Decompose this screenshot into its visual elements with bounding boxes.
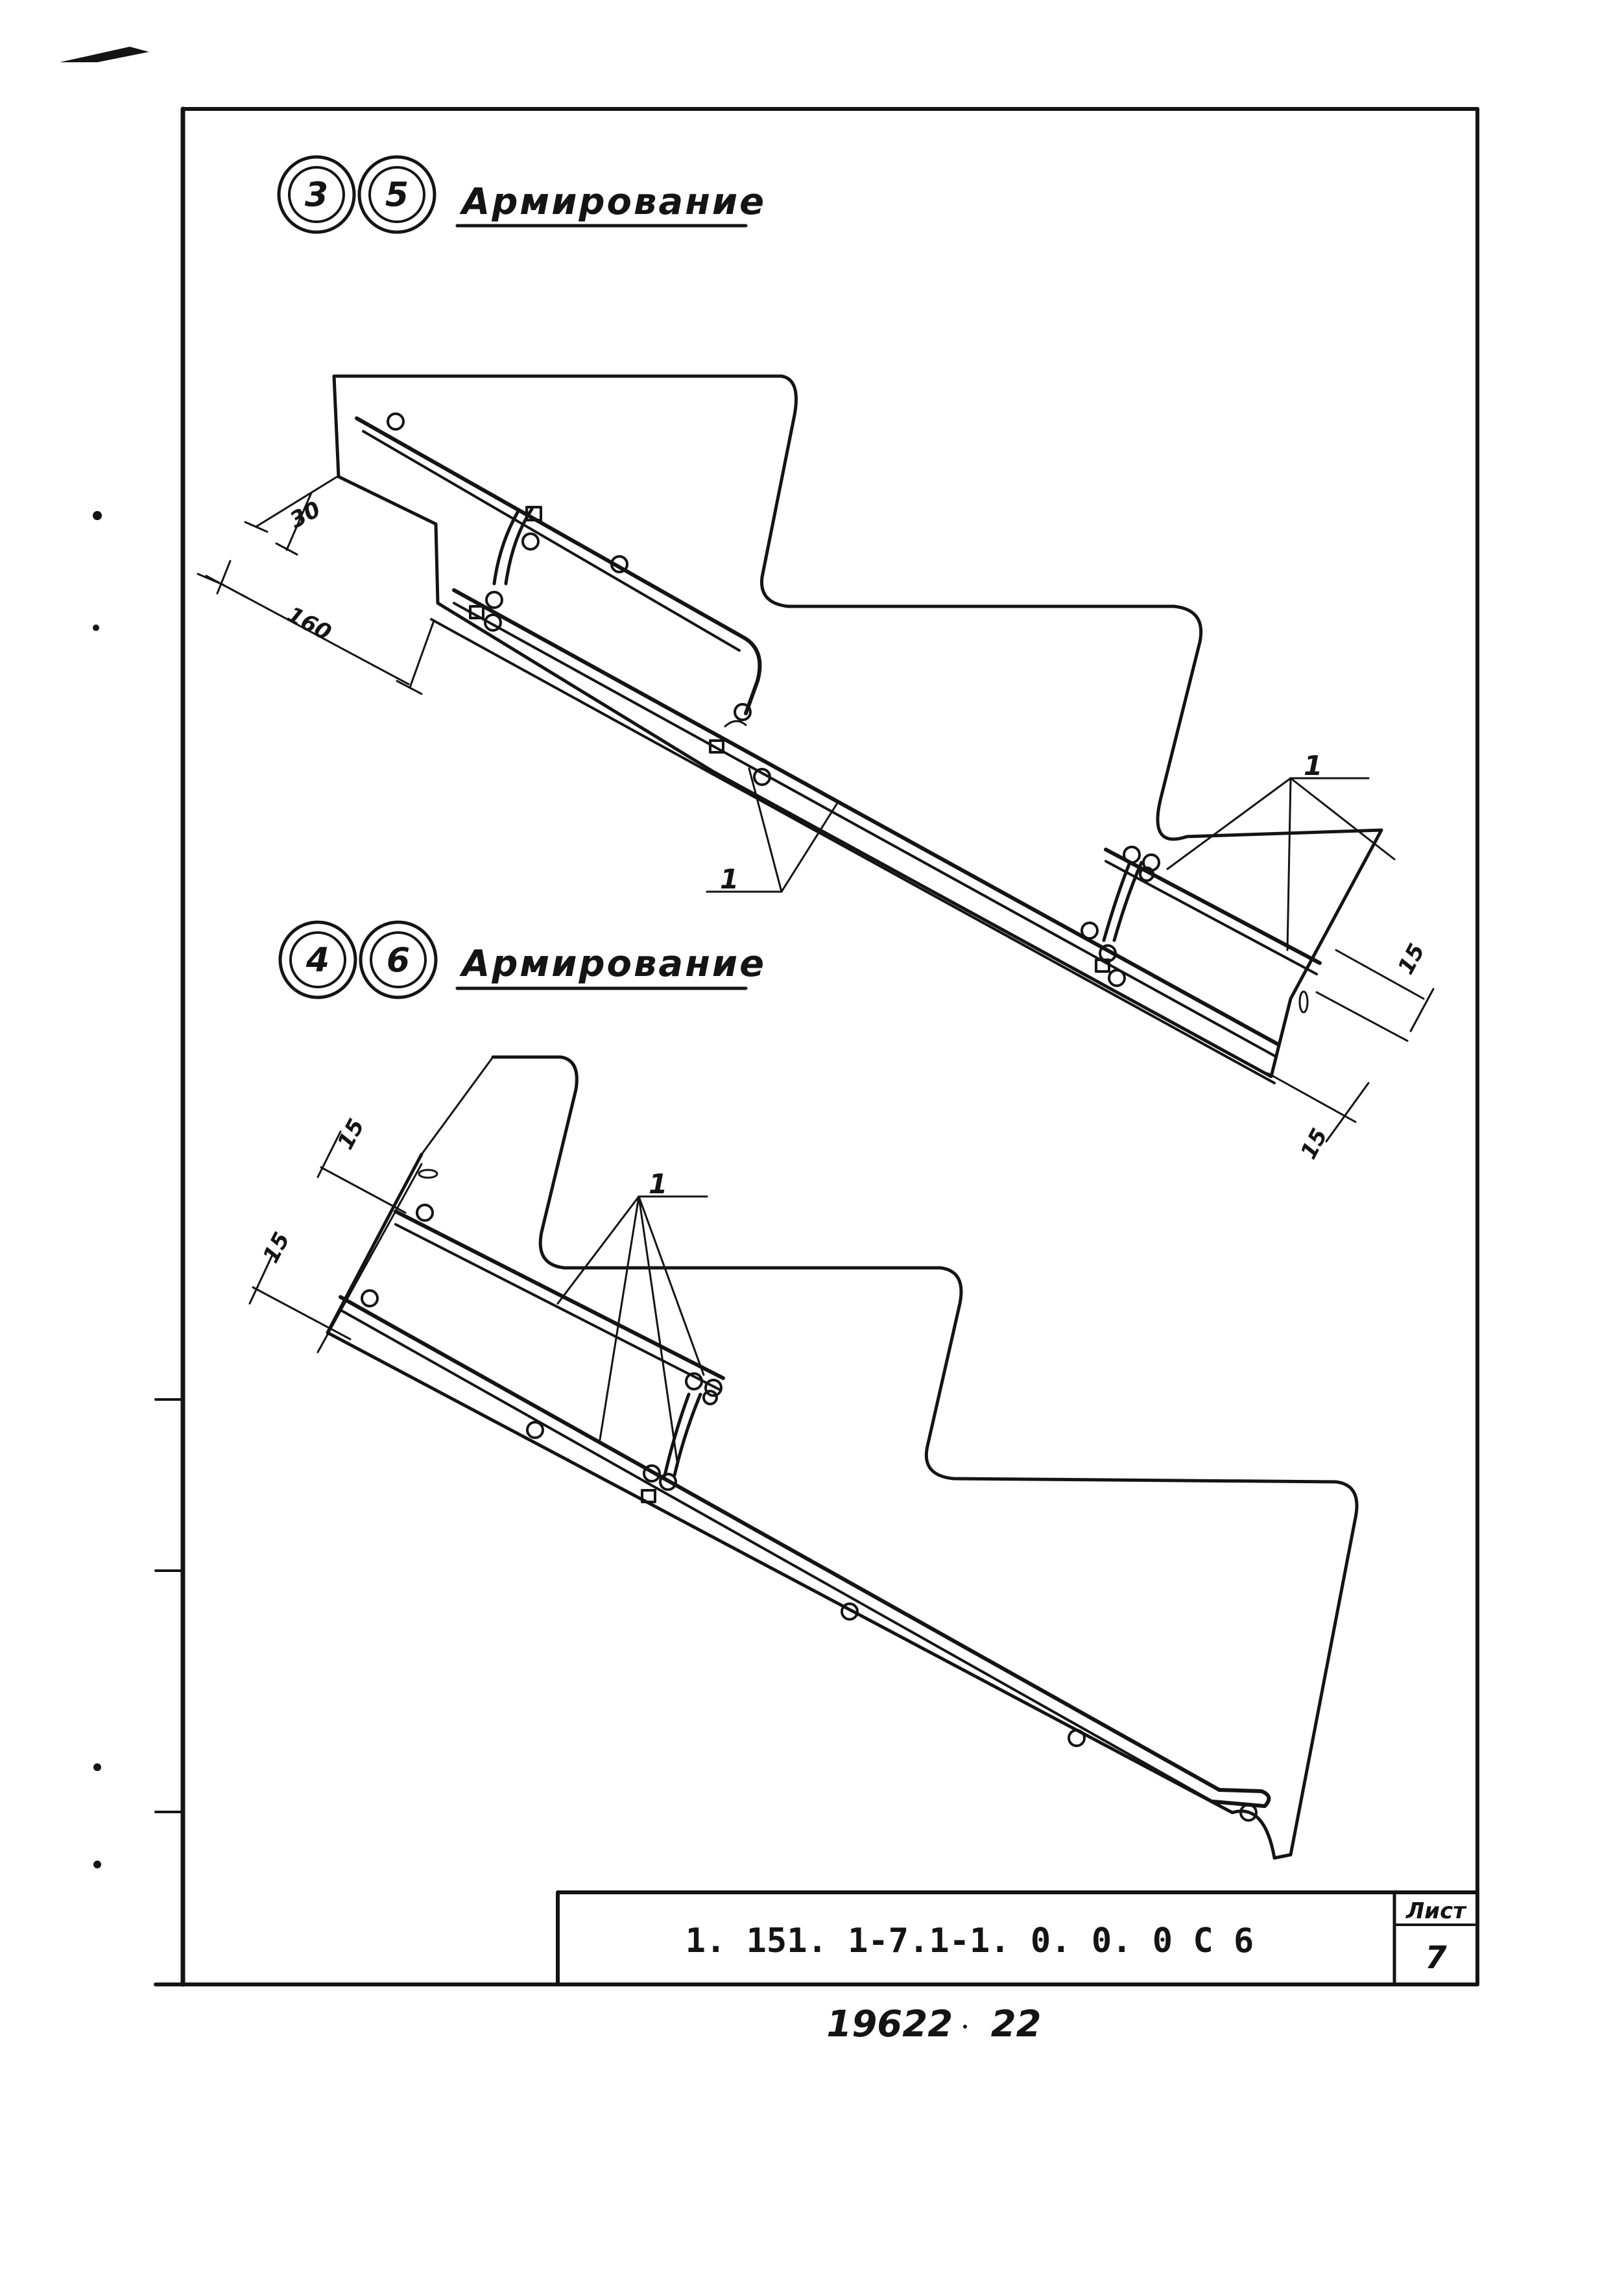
dim-bottom-cover-a: 15 xyxy=(1393,940,1431,979)
section-mark-a: 4 xyxy=(305,941,329,980)
callout-mark-upper-right: 1 xyxy=(1304,750,1322,781)
sheet-label: Лист xyxy=(1405,1898,1467,1924)
dim-depth-upper: 160 xyxy=(283,602,335,647)
callout-mark-lower: 1 xyxy=(649,1168,667,1200)
dim-bottom-cover-b: 15 xyxy=(1296,1125,1333,1164)
section-mark-b: 6 xyxy=(387,941,410,980)
section-mark-a: 3 xyxy=(305,176,328,215)
upper-reinforcement-bars xyxy=(355,412,1322,1057)
callout-mark-upper-left: 1 xyxy=(720,863,739,895)
section-header-3-5: 3 5 Армирование xyxy=(277,155,766,234)
section-title: Армирование xyxy=(459,181,766,223)
upper-callouts: 1 1 xyxy=(706,750,1396,951)
drawing-designation: 1. 151. 1-7.1-1. 0. 0. 0 С 6 xyxy=(686,1922,1254,1960)
lower-callouts: 1 xyxy=(556,1168,708,1467)
dim-cover-upper: 30 xyxy=(285,496,325,534)
footer-note: 19622 22 xyxy=(826,2003,1041,2045)
upper-dimensions: 30 160 15 15 xyxy=(197,475,1435,1164)
dim-lower-cover-a: 15 xyxy=(333,1115,370,1154)
section-header-4-6: 4 6 Армирование xyxy=(278,920,766,999)
lower-reinforcement-bars xyxy=(339,1204,1271,1822)
upper-stair-outline xyxy=(332,374,1383,1084)
sheet-number: 7 xyxy=(1425,1940,1447,1976)
lower-stair-outline xyxy=(316,1055,1359,1860)
section-title: Армирование xyxy=(459,943,766,985)
scan-marks xyxy=(60,47,967,2029)
section-mark-b: 5 xyxy=(385,176,409,215)
dim-lower-cover-b: 15 xyxy=(258,1228,296,1268)
title-block: 1. 151. 1-7.1-1. 0. 0. 0 С 6 Лист 7 xyxy=(556,1890,1479,1986)
